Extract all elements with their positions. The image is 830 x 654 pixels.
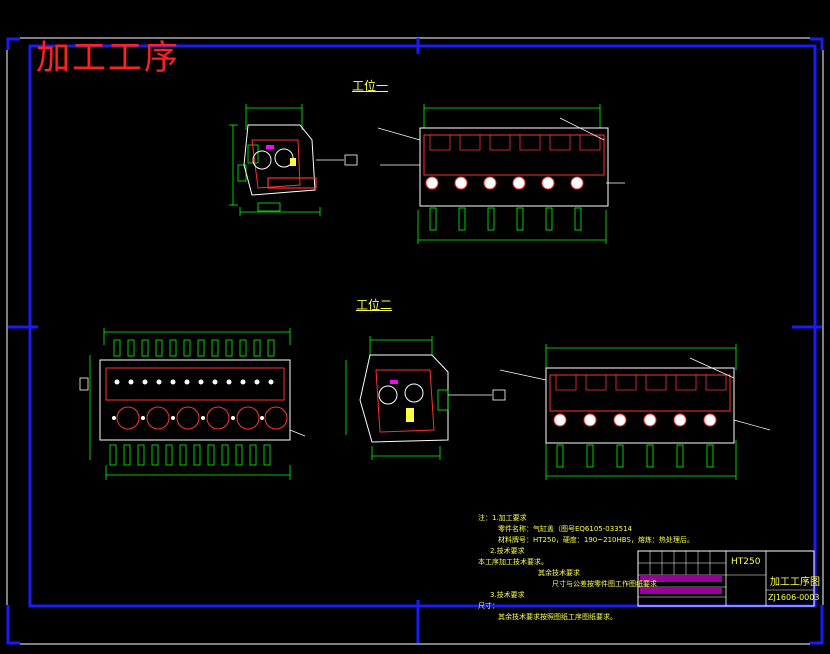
corner-marks: [6, 37, 824, 645]
station2-side-view: [345, 336, 506, 460]
notes-line: 其余技术要求按照图纸工序图纸要求。: [498, 613, 617, 621]
notes-line: 材料牌号：HT250，硬度：190~210HBS，熔炼：热处理后。: [498, 536, 694, 544]
notes-heading: 注：1.加工要求: [478, 514, 527, 522]
notes-line: 本工序加工技术要求。: [478, 558, 548, 566]
station-one-label: 工位一: [352, 79, 389, 93]
station1-side-view: [229, 104, 358, 216]
inner-border: [28, 44, 817, 608]
title-block-name: 加工工序图: [770, 577, 820, 588]
technical-notes: 注：1.加工要求 零件名称：气缸盖（图号EQ6105-033514 材料牌号：H…: [478, 513, 694, 623]
notes-line: 尺寸与公差按零件图工作图纸要求: [552, 580, 657, 588]
title-block: [637, 550, 815, 607]
station2-right-view: [499, 344, 771, 480]
notes-line: 其余技术要求: [538, 569, 580, 577]
drawing-title: 加工工序: [36, 38, 180, 78]
outer-frame: [6, 37, 824, 645]
station1-front-view: [377, 104, 625, 244]
notes-line: 零件名称：气缸盖（图号EQ6105-033514: [498, 525, 632, 533]
station2-left-view: [79, 328, 306, 480]
notes-item: 2.技术要求: [490, 547, 525, 555]
title-block-drawing-number: ZJ1606-0003: [768, 593, 820, 602]
station-two-label: 工位二: [356, 298, 393, 312]
notes-line: 尺寸：: [478, 602, 499, 610]
notes-item: 3.技术要求: [490, 591, 525, 599]
title-block-material: HT250: [731, 557, 761, 567]
